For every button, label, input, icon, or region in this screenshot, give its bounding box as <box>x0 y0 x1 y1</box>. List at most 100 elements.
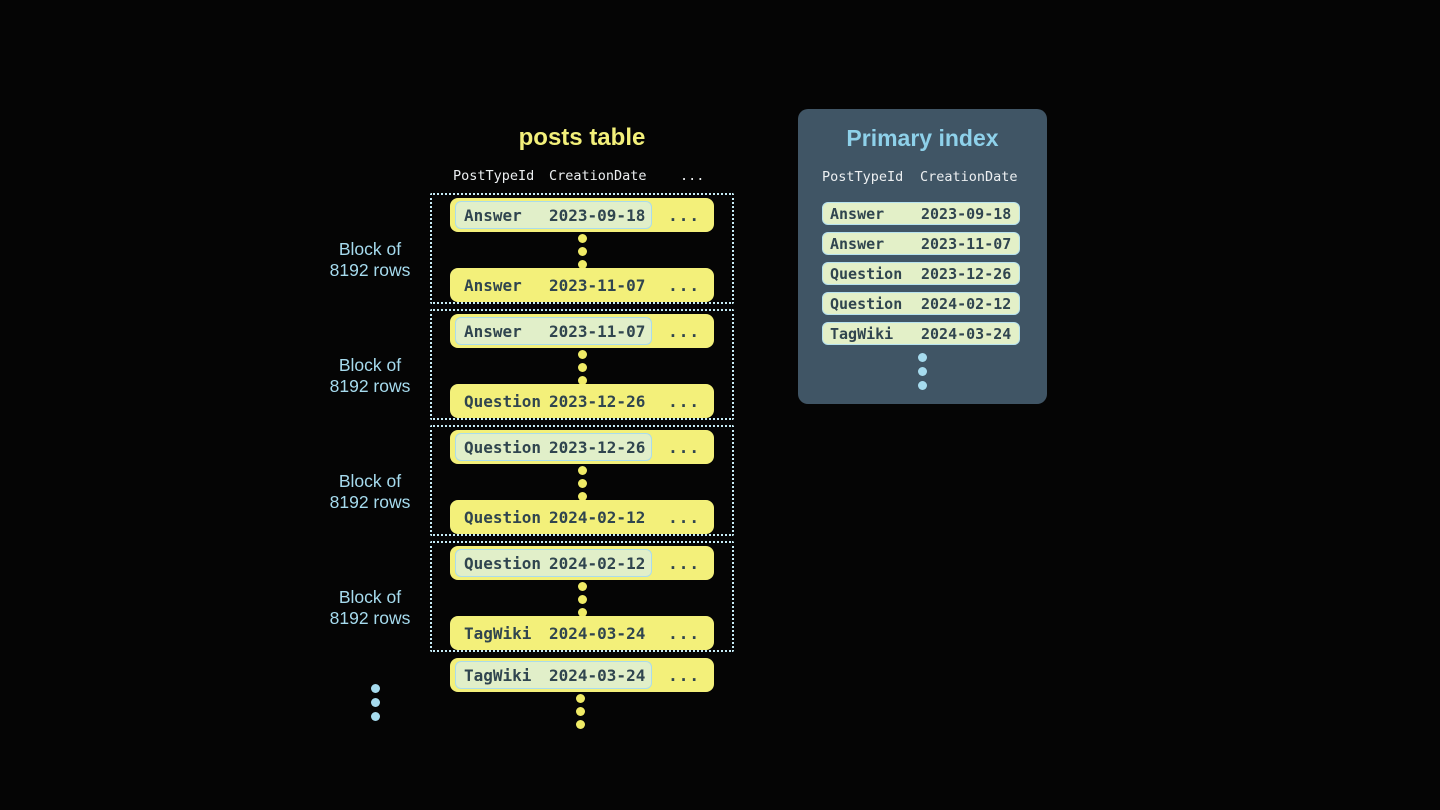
row-creationdate: 2023-09-18 <box>921 204 1012 223</box>
primary-index-column-headers: PostTypeId CreationDate <box>822 169 1047 187</box>
row-posttypeid: Question <box>464 391 542 411</box>
rows-ellipsis <box>578 350 587 385</box>
table-block-1: Block of 8192 rows Answer 2023-09-18 ...… <box>330 193 734 304</box>
row-posttypeid: Question <box>830 294 903 313</box>
row-creationdate: 2023-12-26 <box>549 391 646 411</box>
row-posttypeid: Answer <box>464 205 522 225</box>
index-highlight <box>455 317 652 345</box>
rows-ellipsis <box>578 582 587 617</box>
row-more: ... <box>668 275 700 295</box>
table-row-block3-last: Question 2024-02-12 ... <box>450 500 714 534</box>
row-creationdate: 2024-03-24 <box>921 324 1012 343</box>
block-label-2: Block of 8192 rows <box>318 355 422 397</box>
block-label-line2: 8192 rows <box>329 492 411 512</box>
ellipsis-dot <box>576 707 585 716</box>
posts-table-column-headers: PostTypeId CreationDate ... <box>453 168 704 185</box>
block-label-line1: Block of <box>338 355 402 375</box>
block-label-line1: Block of <box>338 471 402 491</box>
row-creationdate: 2023-12-26 <box>549 437 646 457</box>
index-highlight <box>455 433 652 461</box>
block-label-3: Block of 8192 rows <box>318 471 422 513</box>
ellipsis-dot <box>578 234 587 243</box>
row-creationdate: 2023-11-07 <box>921 234 1012 253</box>
row-posttypeid: Answer <box>830 234 885 253</box>
block-label-4: Block of 8192 rows <box>318 587 422 629</box>
block-label-line1: Block of <box>338 239 402 259</box>
row-more: ... <box>668 437 700 457</box>
primary-index-rows: Answer 2023-09-18 Answer 2023-11-07 Ques… <box>822 202 1047 345</box>
ellipsis-dot <box>918 353 927 362</box>
block-label-line2: 8192 rows <box>329 608 411 628</box>
index-row: Answer 2023-11-07 <box>822 232 1020 255</box>
index-highlight <box>455 661 652 689</box>
row-creationdate: 2024-02-12 <box>921 294 1012 313</box>
row-posttypeid: TagWiki <box>830 324 894 343</box>
row-posttypeid: Question <box>464 437 542 457</box>
row-more: ... <box>668 205 700 225</box>
ellipsis-dot <box>371 712 380 721</box>
more-index-entries-ellipsis <box>918 353 927 390</box>
table-block-3: Block of 8192 rows Question 2023-12-26 .… <box>330 425 734 536</box>
rows-ellipsis <box>578 466 587 501</box>
row-posttypeid: Answer <box>464 275 522 295</box>
ellipsis-dot <box>578 247 587 256</box>
row-posttypeid: TagWiki <box>464 623 532 643</box>
index-row: Answer 2023-09-18 <box>822 202 1020 225</box>
ellipsis-dot <box>578 376 587 385</box>
rows-ellipsis <box>578 234 587 269</box>
ellipsis-dot <box>576 694 585 703</box>
block-label-line1: Block of <box>338 587 402 607</box>
row-creationdate: 2024-02-12 <box>549 507 646 527</box>
table-row-block3-first: Question 2023-12-26 ... <box>450 430 714 464</box>
table-block-4: Block of 8192 rows Question 2024-02-12 .… <box>330 541 734 652</box>
block-label-1: Block of 8192 rows <box>318 239 422 281</box>
ellipsis-dot <box>578 350 587 359</box>
row-more: ... <box>668 507 700 527</box>
table-row-block2-last: Question 2023-12-26 ... <box>450 384 714 418</box>
row-more: ... <box>668 623 700 643</box>
ellipsis-dot <box>578 466 587 475</box>
table-row-next-block-first: TagWiki 2024-03-24 ... <box>450 658 714 692</box>
row-creationdate: 2024-02-12 <box>549 553 646 573</box>
block-label-line2: 8192 rows <box>329 260 411 280</box>
row-posttypeid: TagWiki <box>464 665 532 685</box>
index-row: TagWiki 2024-03-24 <box>822 322 1020 345</box>
more-rows-ellipsis <box>576 694 585 729</box>
row-creationdate: 2023-12-26 <box>921 264 1012 283</box>
row-posttypeid: Question <box>830 264 903 283</box>
ellipsis-dot <box>576 720 585 729</box>
block-label-line2: 8192 rows <box>329 376 411 396</box>
ellipsis-dot <box>371 698 380 707</box>
table-row-block4-last: TagWiki 2024-03-24 ... <box>450 616 714 650</box>
ellipsis-dot <box>578 363 587 372</box>
row-more: ... <box>668 665 700 685</box>
primary-index-panel: Primary index PostTypeId CreationDate An… <box>798 109 1047 404</box>
row-creationdate: 2024-03-24 <box>549 623 646 643</box>
ellipsis-dot <box>578 582 587 591</box>
row-creationdate: 2023-11-07 <box>549 321 646 341</box>
index-highlight <box>455 201 652 229</box>
row-more: ... <box>668 553 700 573</box>
row-posttypeid: Answer <box>464 321 522 341</box>
table-row-block1-last: Answer 2023-11-07 ... <box>450 268 714 302</box>
table-row-block2-first: Answer 2023-11-07 ... <box>450 314 714 348</box>
ellipsis-dot <box>578 608 587 617</box>
column-header-creationdate: CreationDate <box>920 169 1018 185</box>
row-creationdate: 2023-09-18 <box>549 205 646 225</box>
table-row-block1-first: Answer 2023-09-18 ... <box>450 198 714 232</box>
row-posttypeid: Question <box>464 507 542 527</box>
index-highlight <box>455 549 652 577</box>
row-creationdate: 2024-03-24 <box>549 665 646 685</box>
table-row-block4-first: Question 2024-02-12 ... <box>450 546 714 580</box>
column-header-more: ... <box>680 168 705 184</box>
table-block-2: Block of 8192 rows Answer 2023-11-07 ...… <box>330 309 734 420</box>
column-header-posttypeid: PostTypeId <box>453 168 535 184</box>
row-creationdate: 2023-11-07 <box>549 275 646 295</box>
column-header-creationdate: CreationDate <box>549 168 647 184</box>
ellipsis-dot <box>578 492 587 501</box>
row-posttypeid: Question <box>464 553 542 573</box>
ellipsis-dot <box>918 381 927 390</box>
more-blocks-ellipsis <box>371 684 380 721</box>
index-row: Question 2024-02-12 <box>822 292 1020 315</box>
